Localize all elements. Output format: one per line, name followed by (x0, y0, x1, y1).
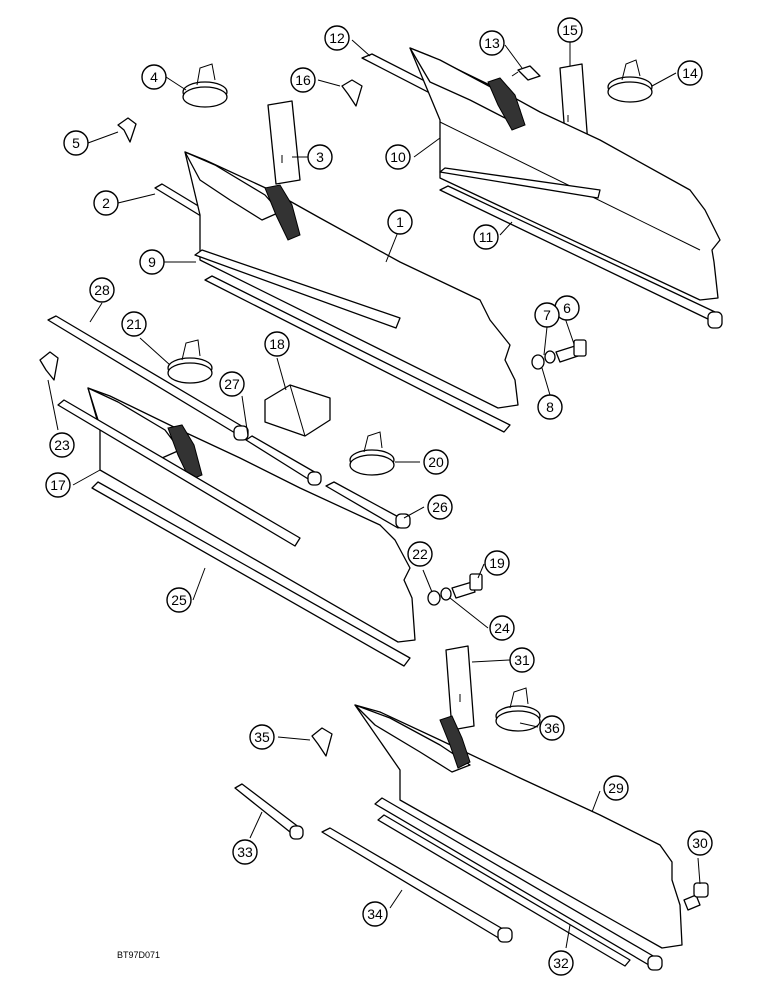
figure-code: BT97D071 (117, 950, 160, 960)
callout-12: 12 (324, 25, 350, 51)
callout-2: 2 (93, 190, 119, 216)
callout-31: 31 (509, 647, 535, 673)
callout-4: 4 (141, 64, 167, 90)
deflector-assembly-17 (39, 315, 483, 667)
callout-26-label: 26 (432, 499, 448, 515)
callout-36: 36 (539, 715, 565, 741)
callout-8-label: 8 (546, 399, 554, 415)
callout-33-label: 33 (237, 844, 253, 860)
callout-35: 35 (249, 724, 275, 750)
callout-20-label: 20 (428, 454, 444, 470)
callout-24-label: 24 (494, 620, 510, 636)
callout-35-label: 35 (254, 729, 270, 745)
callout-21-label: 21 (126, 316, 142, 332)
callout-22: 22 (407, 541, 433, 567)
callout-5-label: 5 (72, 135, 80, 151)
callout-11: 11 (473, 224, 499, 250)
callout-26: 26 (427, 494, 453, 520)
leader-lines (47, 39, 701, 949)
callout-14-label: 14 (682, 65, 698, 81)
deflector-assembly-10 (361, 47, 723, 329)
callout-23: 23 (49, 432, 75, 458)
callout-34-label: 34 (367, 906, 383, 922)
callout-17-label: 17 (50, 477, 66, 493)
callout-27: 27 (219, 371, 245, 397)
callout-32: 32 (548, 950, 574, 976)
callout-12-label: 12 (329, 30, 345, 46)
callout-3: 3 (307, 144, 333, 170)
callout-34: 34 (362, 901, 388, 927)
callout-28: 28 (89, 277, 115, 303)
callout-16: 16 (290, 67, 316, 93)
callout-3-label: 3 (316, 149, 324, 165)
callout-17: 17 (45, 472, 71, 498)
deflector-assembly-1 (117, 63, 587, 433)
deflector-assembly-29 (234, 645, 709, 971)
callout-6-label: 6 (563, 300, 571, 316)
callout-9: 9 (139, 249, 165, 275)
callout-16-label: 16 (295, 72, 311, 88)
callout-29: 29 (603, 775, 629, 801)
callout-1-label: 1 (396, 214, 404, 230)
callout-11-label: 11 (479, 229, 494, 245)
callout-33: 33 (232, 839, 258, 865)
callout-14: 14 (677, 60, 703, 86)
callout-24: 24 (489, 615, 515, 641)
callout-25-label: 25 (171, 592, 187, 608)
callout-32-label: 32 (553, 955, 569, 971)
callout-8: 8 (537, 394, 563, 420)
callout-7: 7 (534, 302, 560, 328)
callout-20: 20 (423, 449, 449, 475)
callout-25: 25 (166, 587, 192, 613)
callout-7-label: 7 (543, 307, 551, 323)
callout-13: 13 (479, 30, 505, 56)
callout-18: 18 (264, 331, 290, 357)
callout-19: 19 (484, 550, 510, 576)
callout-29-label: 29 (608, 780, 624, 796)
callout-10: 10 (385, 144, 411, 170)
callout-2-label: 2 (102, 195, 110, 211)
callout-23-label: 23 (54, 437, 70, 453)
callout-6: 6 (554, 295, 580, 321)
callout-21: 21 (121, 311, 147, 337)
callout-22-label: 22 (412, 546, 428, 562)
callout-5: 5 (63, 130, 89, 156)
callout-15: 15 (557, 17, 583, 43)
callout-15-label: 15 (562, 22, 578, 38)
callout-18-label: 18 (269, 336, 285, 352)
callout-31-label: 31 (514, 652, 530, 668)
callout-28-label: 28 (94, 282, 110, 298)
callout-27-label: 27 (224, 376, 240, 392)
callout-13-label: 13 (484, 35, 500, 51)
callout-36-label: 36 (544, 720, 560, 736)
callout-30-label: 30 (692, 835, 708, 851)
callout-1: 1 (387, 209, 413, 235)
callout-9-label: 9 (148, 254, 156, 270)
callout-30: 30 (687, 830, 713, 856)
callout-10-label: 10 (390, 149, 406, 165)
callout-19-label: 19 (489, 555, 505, 571)
callout-4-label: 4 (150, 69, 158, 85)
